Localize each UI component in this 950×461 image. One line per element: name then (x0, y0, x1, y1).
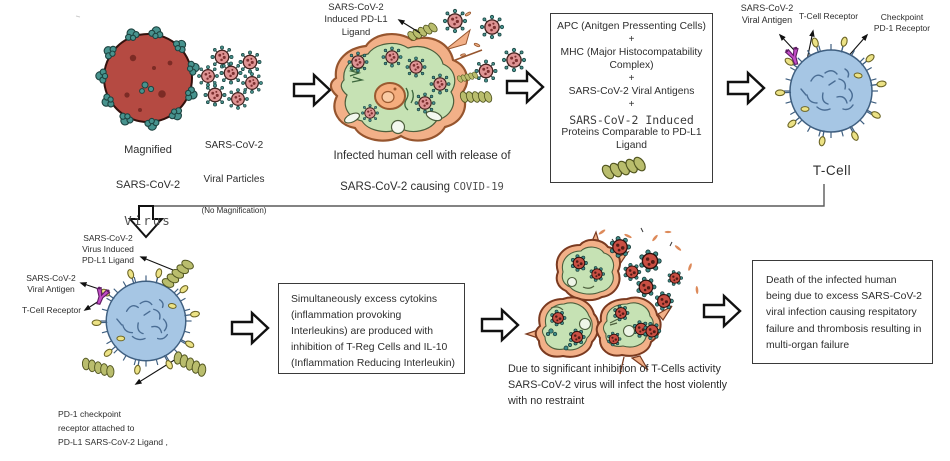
viral-particles-label: SARS-CoV-2 Viral Particles (No Magnifica… (201, 139, 267, 216)
magnified-virus-illustration (95, 25, 202, 132)
cytokine-text: Simultaneously excess cytokins (inflamma… (291, 294, 456, 370)
tcell-illustration-left (77, 254, 212, 384)
flow-arrow-4 (230, 311, 270, 345)
right-viral-antigen-label: SARS-CoV-2 Viral Antigen (740, 3, 794, 25)
apc-line4: SARS-CoV-2 Induced (569, 113, 694, 128)
pdl1-ligand-callout: SARS-CoV-2 Induced PD-L1 Ligand (324, 2, 388, 38)
left-tcell-receptor-label: T-Cell Receptor (22, 305, 82, 315)
stray-mark (75, 15, 81, 18)
pd1-checkpoint-note: PD-1 checkpoint receptor attached to PD-… (58, 408, 168, 448)
magnified-virus-label: Magnified SARS-CoV-2 Virus (115, 143, 181, 228)
cytokine-box: Simultaneously excess cytokins (inflamma… (278, 283, 465, 374)
flow-arrow-3 (726, 71, 766, 105)
tcell-label: T-Cell (812, 163, 852, 178)
flow-arrow-6 (702, 294, 742, 328)
inhibition-caption: Due to significant inhibition of T-Cells… (508, 363, 728, 408)
apc-line2: MHC (Major Histocompatability (560, 47, 703, 59)
apc-line1: APC (Anitgen Pressenting Cells) (557, 21, 706, 32)
flow-arrow-1 (292, 73, 332, 107)
infected-cell-caption: Infected human cell with release of SARS… (333, 149, 511, 193)
tcell-illustration-right (774, 35, 888, 147)
flow-arrow-2 (505, 70, 545, 104)
flow-arrow-5 (480, 308, 520, 342)
left-viral-antigen-label: SARS-CoV-2 Viral Antigen (26, 273, 76, 295)
apc-mhc-box: APC (Anitgen Pressenting Cells) + MHC (M… (550, 13, 713, 183)
apc-line3: SARS-CoV-2 Viral Antigens (568, 86, 695, 98)
right-tcell-receptor-label: T-Cell Receptor (799, 11, 859, 21)
death-box: Death of the infected human being due to… (752, 260, 933, 364)
connector-line (127, 184, 825, 239)
cell-cluster-illustration (524, 227, 699, 375)
down-arrow (127, 205, 165, 239)
right-checkpoint-label: Checkpoint PD-1 Receptor (873, 12, 931, 34)
viral-particles-illustration (196, 45, 264, 111)
left-pdl1-label: SARS-CoV-2 Virus Induced PD-L1 Ligand (82, 233, 134, 266)
death-text: Death of the infected human being due to… (766, 275, 922, 351)
infected-cell-illustration (329, 8, 527, 142)
